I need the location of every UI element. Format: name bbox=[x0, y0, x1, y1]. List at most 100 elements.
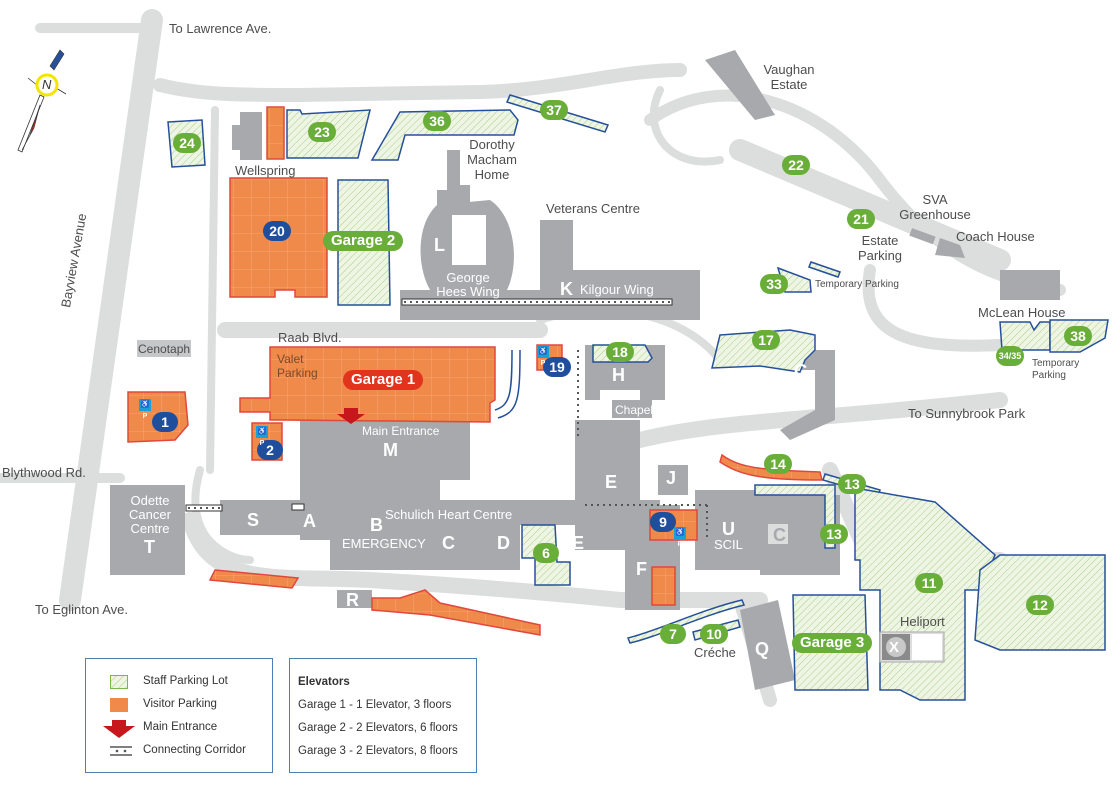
mclean-house-building bbox=[1000, 270, 1060, 300]
label-chapel: Chapel bbox=[615, 403, 654, 417]
staff-lot-38-badge[interactable]: 38 bbox=[1064, 326, 1092, 346]
q-building bbox=[740, 600, 795, 690]
building-m: M bbox=[383, 440, 398, 460]
staff-lot-13-east-badge[interactable]: 13 bbox=[820, 524, 848, 544]
building-e-south: E bbox=[572, 533, 585, 553]
staff-lot-24-badge[interactable]: 24 bbox=[173, 133, 201, 153]
g-building bbox=[780, 350, 835, 440]
building-e: E bbox=[605, 472, 618, 492]
label-estate-parking: Estate Parking bbox=[857, 233, 903, 263]
main-entrance-arrow-icon bbox=[103, 720, 135, 738]
cenotaph-building bbox=[137, 340, 191, 357]
j-building bbox=[658, 465, 688, 495]
label-scil: SCIL bbox=[714, 537, 743, 552]
label-kilgour-wing: Kilgour Wing bbox=[580, 282, 654, 297]
accessible-parking-icon: ♿P bbox=[537, 346, 549, 367]
visitor-lot-2-badge[interactable]: 2 bbox=[257, 440, 283, 460]
staff-lot-33-badge[interactable]: 33 bbox=[760, 274, 788, 294]
connecting-corridors bbox=[185, 298, 708, 540]
label-blythwood-rd: Blythwood Rd. bbox=[2, 465, 86, 480]
legend-panel: Staff Parking Lot Visitor Parking Main E… bbox=[85, 658, 273, 773]
staff-lot-21-badge[interactable]: 21 bbox=[847, 209, 875, 229]
building-b: B bbox=[370, 515, 383, 535]
accessible-parking-icon: ♿P bbox=[256, 426, 268, 447]
visitor-lot-19-badge[interactable]: 19 bbox=[543, 357, 571, 377]
building-l: L bbox=[434, 235, 445, 255]
staff-lot-22-badge[interactable]: 22 bbox=[782, 155, 810, 175]
staff-lot-34-35-badge[interactable]: 34/35 bbox=[996, 346, 1024, 366]
c-building-east bbox=[760, 495, 840, 575]
staff-lot-10-badge[interactable]: 10 bbox=[700, 624, 728, 644]
building-h: H bbox=[612, 365, 625, 385]
schulich-b-building bbox=[330, 500, 580, 570]
visitor-lot-9-badge[interactable]: 9 bbox=[650, 512, 676, 532]
staff-lot-6-badge[interactable]: 6 bbox=[533, 543, 559, 563]
building-d: D bbox=[497, 533, 510, 553]
legend-connecting-corridor-label: Connecting Corridor bbox=[143, 744, 246, 756]
label-cenotaph: Cenotaph bbox=[138, 342, 191, 356]
chapel-building bbox=[612, 400, 652, 418]
building-q: Q bbox=[755, 639, 770, 659]
visitor-lot-1-badge[interactable]: 1 bbox=[152, 412, 178, 432]
label-to-sunnybrook-park: To Sunnybrook Park bbox=[908, 406, 1026, 421]
accessible-parking-icon: ♿P bbox=[139, 399, 151, 420]
l-courtyard bbox=[452, 215, 486, 265]
corridor-odette-s bbox=[185, 504, 223, 512]
staff-lot-17-badge[interactable]: 17 bbox=[752, 330, 780, 350]
heliport-x: X bbox=[889, 639, 900, 656]
label-sva-greenhouse: SVA Greenhouse bbox=[899, 192, 971, 222]
staff-lot-13-north-badge[interactable]: 13 bbox=[838, 474, 866, 494]
building-f: F bbox=[636, 559, 647, 579]
coach-house-building bbox=[935, 238, 965, 258]
garage-1-badge[interactable]: Garage 1 bbox=[343, 370, 424, 390]
staff-lot-7-badge[interactable]: 7 bbox=[660, 624, 686, 644]
mclean-loop bbox=[862, 264, 1006, 352]
elevators-title: Elevators bbox=[298, 676, 350, 688]
lot-11 bbox=[854, 487, 996, 701]
wellspring-building bbox=[232, 112, 262, 160]
label-temporary-parking-33: Temporary Parking bbox=[815, 279, 899, 290]
sva-greenhouse-building bbox=[909, 228, 936, 245]
staff-lot-36-badge[interactable]: 36 bbox=[423, 111, 451, 131]
staff-lot-14-badge[interactable]: 14 bbox=[764, 454, 792, 474]
label-emergency: EMERGENCY bbox=[342, 536, 426, 551]
east-loop-road bbox=[644, 89, 1066, 296]
label-schulich-heart-centre: Schulich Heart Centre bbox=[385, 507, 513, 522]
lot-south-strip bbox=[371, 589, 541, 636]
staff-lot-12-badge[interactable]: 12 bbox=[1026, 595, 1054, 615]
garage-3-badge[interactable]: Garage 3 bbox=[792, 633, 873, 653]
visitor-lot-20-badge[interactable]: 20 bbox=[263, 221, 291, 241]
garage-2-badge[interactable]: Garage 2 bbox=[323, 231, 404, 251]
corridor-s-a bbox=[291, 503, 305, 511]
m-building bbox=[300, 420, 470, 500]
building-r: R bbox=[346, 590, 359, 610]
staff-lot-18-badge[interactable]: 18 bbox=[606, 342, 634, 362]
building-u: U bbox=[722, 519, 735, 539]
garage-1-ramp bbox=[494, 349, 521, 419]
label-dorothy-macham-home: Dorothy Macham Home bbox=[467, 137, 517, 182]
sunnybrook-park-road bbox=[632, 392, 1008, 448]
staff-lot-23-badge[interactable]: 23 bbox=[308, 122, 336, 142]
staff-lot-11-badge[interactable]: 11 bbox=[915, 573, 943, 593]
label-main-entrance: Main Entrance bbox=[362, 424, 440, 438]
label-raab-blvd: Raab Blvd. bbox=[278, 330, 342, 345]
label-coach-house: Coach House bbox=[956, 229, 1035, 244]
t-building bbox=[110, 485, 185, 575]
building-a: A bbox=[303, 511, 316, 531]
label-vaughan-estate: Vaughan Estate bbox=[763, 62, 815, 92]
r-building bbox=[337, 590, 372, 608]
elevators-row-garage-2: Garage 2 - 2 Elevators, 6 floors bbox=[298, 722, 458, 734]
legend-visitor-parking-label: Visitor Parking bbox=[143, 698, 217, 710]
staff-lot-37-badge[interactable]: 37 bbox=[540, 100, 568, 120]
north-loop-left bbox=[649, 86, 724, 166]
visitor-parking-swatch-icon bbox=[110, 698, 128, 712]
vaughan-estate-building bbox=[705, 50, 775, 120]
legend-main-entrance-label: Main Entrance bbox=[143, 721, 218, 733]
veterans-building bbox=[540, 220, 700, 300]
compass-north-label: N bbox=[42, 77, 52, 92]
label-odette-cancer-centre: Odette Cancer Centre bbox=[129, 493, 171, 536]
elevators-row-garage-1: Garage 1 - 1 Elevator, 3 floors bbox=[298, 699, 452, 711]
legend-staff-parking-label: Staff Parking Lot bbox=[143, 675, 228, 687]
lot-14 bbox=[719, 453, 823, 481]
